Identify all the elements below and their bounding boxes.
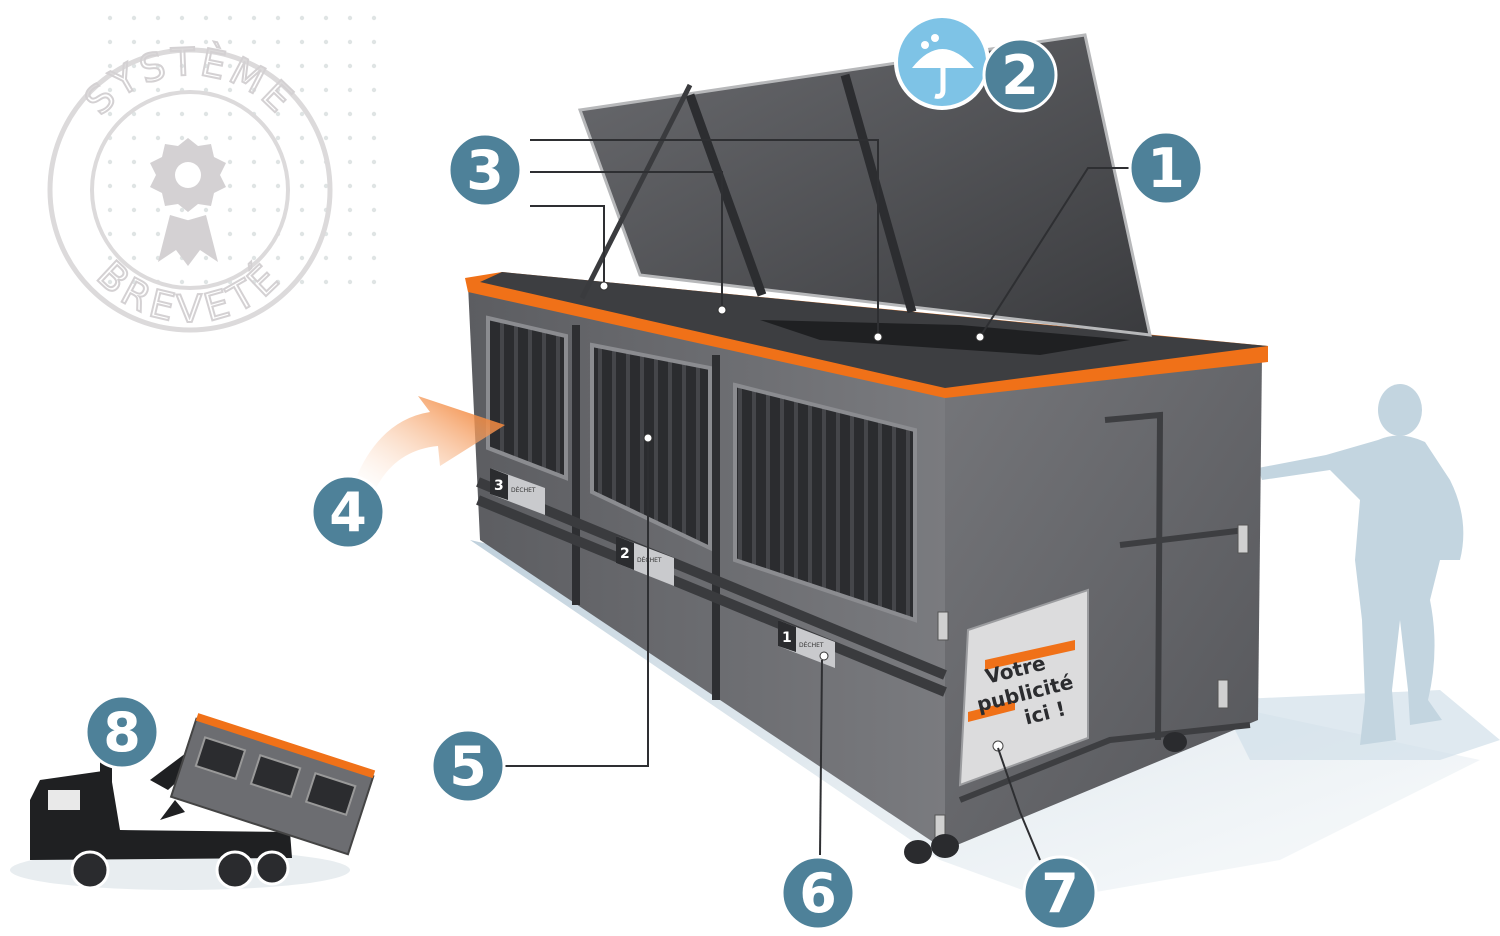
dot-pattern — [107, 15, 377, 285]
callout-5-label: 5 — [449, 735, 487, 798]
stamp-top-text: SYSTÈME — [76, 40, 304, 124]
callout-2: 2 — [982, 37, 1058, 113]
callout-5: 5 — [430, 728, 506, 804]
louvre-windows — [486, 315, 917, 623]
svg-text:DÉCHET: DÉCHET — [511, 486, 536, 494]
callout-6: 6 — [780, 855, 856, 931]
callout-7-label: 7 — [1041, 862, 1079, 925]
callout-3: 3 — [447, 132, 523, 208]
front-posts — [572, 325, 720, 700]
umbrella-rain-icon — [894, 14, 990, 110]
callout-4-label: 4 — [329, 481, 367, 544]
callout-1: 1 — [1128, 130, 1204, 206]
callout-7: 7 — [1022, 855, 1098, 931]
leader-dots — [599, 281, 985, 443]
callout-2-label: 2 — [1001, 44, 1039, 107]
front-bands — [476, 477, 947, 697]
callouts: 1 2 3 4 5 6 7 8 — [84, 37, 1204, 931]
callout-4: 4 — [310, 474, 386, 550]
truck-silhouette — [10, 713, 376, 890]
callout-8: 8 — [84, 694, 160, 770]
opening-1 — [760, 320, 1130, 355]
svg-text:3: 3 — [494, 478, 504, 494]
lid-arm — [579, 83, 693, 300]
tilted-container — [169, 713, 376, 856]
compartment-label-3: 3 DÉCHET — [490, 468, 545, 515]
compartment-labels: 3 DÉCHET 2 DÉCHET 1 DÉCHET — [490, 468, 835, 668]
callout-3-label: 3 — [466, 139, 504, 202]
svg-text:DÉCHET: DÉCHET — [637, 556, 662, 564]
callout-8-label: 8 — [103, 701, 141, 764]
compartment-label-2: 2 DÉCHET — [616, 536, 674, 586]
leader-lines — [505, 139, 1130, 861]
louvre-window-2 — [590, 342, 712, 552]
svg-text:1: 1 — [782, 630, 792, 646]
callout-6-label: 6 — [799, 862, 837, 925]
person-silhouette — [1258, 384, 1464, 745]
patent-stamp: SYSTÈME BREVETÉ — [47, 39, 333, 333]
wheels — [904, 732, 1187, 864]
svg-text:2: 2 — [620, 546, 630, 562]
side-hinges — [934, 524, 1249, 844]
callout-1-label: 1 — [1147, 137, 1185, 200]
orange-arrow — [355, 396, 505, 490]
stamp-bottom-text: BREVETÉ — [89, 252, 292, 331]
award-ribbon-icon — [150, 138, 226, 266]
louvre-window-3 — [486, 315, 568, 481]
svg-text:DÉCHET: DÉCHET — [799, 641, 824, 649]
person-shadow — [1220, 690, 1500, 760]
louvre-window-1 — [733, 382, 917, 623]
ad-panel: Votre publicité ici ! — [958, 588, 1089, 787]
compartment-label-1: 1 DÉCHET — [778, 620, 835, 668]
